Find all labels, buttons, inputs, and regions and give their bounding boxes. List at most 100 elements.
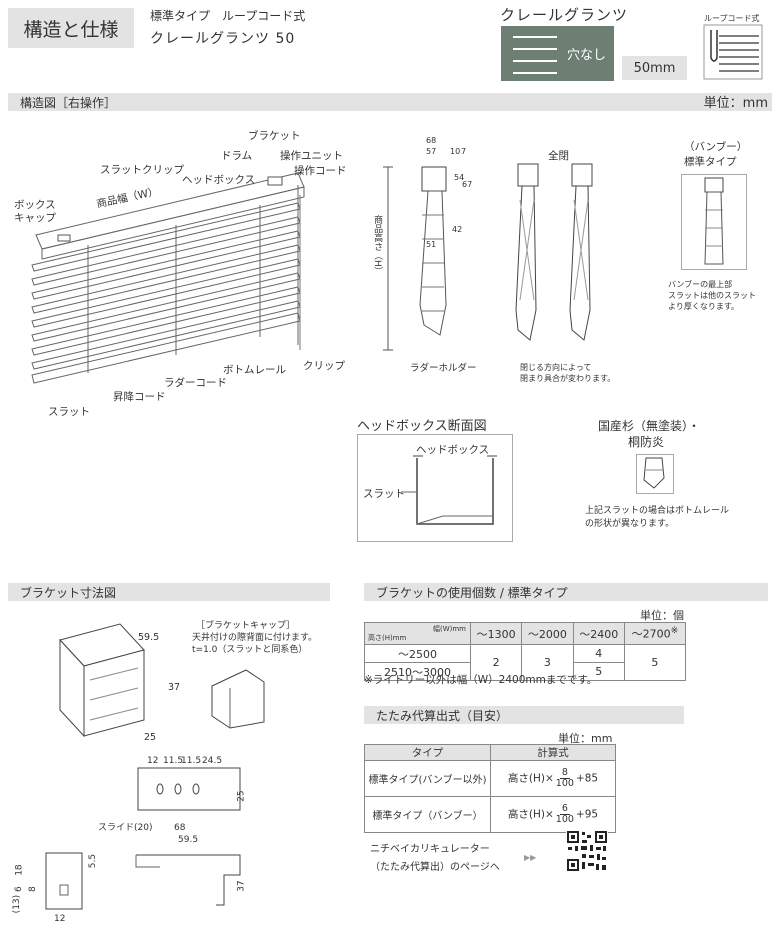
arrow-icon[interactable]: ▶▶ [524,853,537,862]
stack-row-1-den: 100 [555,778,574,789]
label-box-cap-2: キャップ [14,212,56,224]
cedar-bottom-rail-drawing [636,454,674,494]
dim-67: 67 [462,180,473,189]
val-2000: 3 [521,644,574,681]
cedar-note-2: の形状が異なります。 [585,519,675,529]
dim-10: 10 [450,147,461,156]
dim-51: 51 [426,240,437,249]
product-label: クレールグランツ [500,6,629,24]
bracket-dim-37b: 37 [236,880,247,892]
bracket-top-drawing [137,767,241,811]
label-ladder-holder: ラダーホルダー [410,363,477,374]
label-clip: クリップ [303,360,345,372]
bracket-cap-title: ［ブラケットキャップ］ [196,621,296,631]
bracket-dim-37: 37 [168,682,181,693]
label-ladder-cord: ラダーコード [164,377,227,389]
stack-row-2-type: 標準タイプ（バンブー） [364,796,491,833]
stack-row-2-suffix: +95 [575,808,599,821]
label-slat-clip: スラットクリップ [100,164,184,176]
bracket-dim-13: (13) [12,894,23,914]
stack-row-2-den: 100 [555,814,574,825]
col-2700: ～2700※ [623,622,687,645]
label-operation-cord: 操作コード [294,165,347,177]
calculator-link-line-2: （たたみ代算出）のページへ [370,862,500,873]
bracket-usage-note: ※ライトリー以外は幅（W）2400mmまでです。 [364,674,598,686]
bracket-usage-corner: 幅(W)mm 高さ(H)mm [364,622,471,645]
stack-row-1-suffix: +85 [575,772,599,785]
dim-57: 57 [426,147,437,156]
col-2700-mark: ※ [670,625,679,637]
corner-height: 高さ(H)mm [368,634,407,642]
bracket-dim-12: 12 [147,756,159,766]
stack-row-1-prefix: 高さ(H)× [507,772,554,785]
unit-label: 単位：mm [703,96,768,111]
bracket-usage-section-title: ブラケットの使用個数 / 標準タイプ [376,585,568,600]
label-operation-unit: 操作ユニット [280,150,343,162]
swatch-text: 穴なし [566,48,606,63]
col-2000: ～2000 [521,622,574,645]
bracket-dim-59-5: 59.5 [138,632,160,643]
bracket-dims-section-title: ブラケット寸法図 [20,585,117,600]
row-3000: 2510～3000 [364,662,471,681]
subtitle-type: 標準タイプ ループコード式 [150,9,306,23]
bracket-cap-drawing [211,669,265,729]
cedar-title-2: 桐防炎 [628,435,665,449]
bracket-dim-59-5b: 59.5 [178,835,199,845]
cedar-note-1: 上記スラットの場合はボトムレール [585,506,730,516]
close-note-1: 閉じる方向によって [520,363,592,372]
dim-42: 42 [452,225,463,234]
stack-row-1-num: 8 [559,767,570,779]
bracket-usage-unit: 単位：個 [640,609,684,622]
row-2500: ～2500 [364,644,471,663]
bracket-dim-18: 18 [14,864,25,876]
bracket-cap-note-2: t=1.0（スラットと同系色） [192,645,308,655]
side-section-drawing [383,166,447,351]
calculator-link[interactable]: ニチベイカリキュレーター （たたみ代算出）のページへ [370,840,500,873]
headbox-section-drawing [357,434,513,542]
headbox-section-label-headbox: ヘッドボックス [416,444,490,456]
headbox-section-label-slat: スラット [363,488,405,500]
label-full-close: 全閉 [548,150,569,162]
qr-code-icon[interactable] [566,830,608,872]
val-2400a: 4 [572,644,625,663]
bracket-dim-25b: 25 [236,790,247,802]
bracket-cap-note-1: 天井付けの際背面に付けます。 [192,633,318,643]
bracket-dim-6: 6 [13,886,24,892]
color-swatch: 穴なし [501,26,614,81]
bamboo-note-1: バンブーの最上部 [668,280,733,289]
bracket-iso-drawing [59,623,145,738]
col-2400: ～2400 [572,622,625,645]
stack-col-formula: 計算式 [490,744,616,761]
label-lift-cord: 昇降コード [113,391,166,403]
bracket-dim-24-5: 24.5 [202,756,223,766]
headbox-section-title: ヘッドボックス断面図 [357,419,487,434]
label-product-height: 商品高さ（H） [372,215,383,276]
dim-68: 68 [426,136,437,145]
bamboo-note-3: より厚くなります。 [668,302,740,311]
bracket-side-drawing [45,852,241,910]
dim-7: 7 [461,147,467,156]
bracket-dim-25: 25 [144,732,157,743]
close-note-2: 閉まり具合が変わります。 [520,374,616,383]
stack-row-2-num: 6 [559,803,570,815]
label-slat: スラット [48,406,90,418]
structure-section-title: 構造図［右操作］ [20,95,117,110]
full-close-drawing [515,163,593,341]
corner-width: 幅(W)mm [432,625,466,633]
dim-54: 54 [454,173,465,182]
bracket-slide: スライド(20) [98,823,153,833]
label-bamboo-1: （バンブー） [684,141,748,153]
label-box-cap-1: ボックス [14,199,56,211]
stack-section-bar: たたみ代算出式（目安） [364,706,684,724]
page-title: 構造と仕様 [8,8,134,48]
cedar-title-1: 国産杉（無塗装）・ [598,419,701,433]
bracket-dim-12b: 12 [54,914,66,924]
size-badge: 50mm [622,56,687,80]
bracket-dim-68: 68 [174,823,186,833]
stack-section-title: たたみ代算出式（目安） [376,708,509,723]
stack-row-2-prefix: 高さ(H)× [507,808,554,821]
loop-cord-icon [703,24,763,80]
bracket-dim-11-5b: 11.5 [181,756,202,766]
